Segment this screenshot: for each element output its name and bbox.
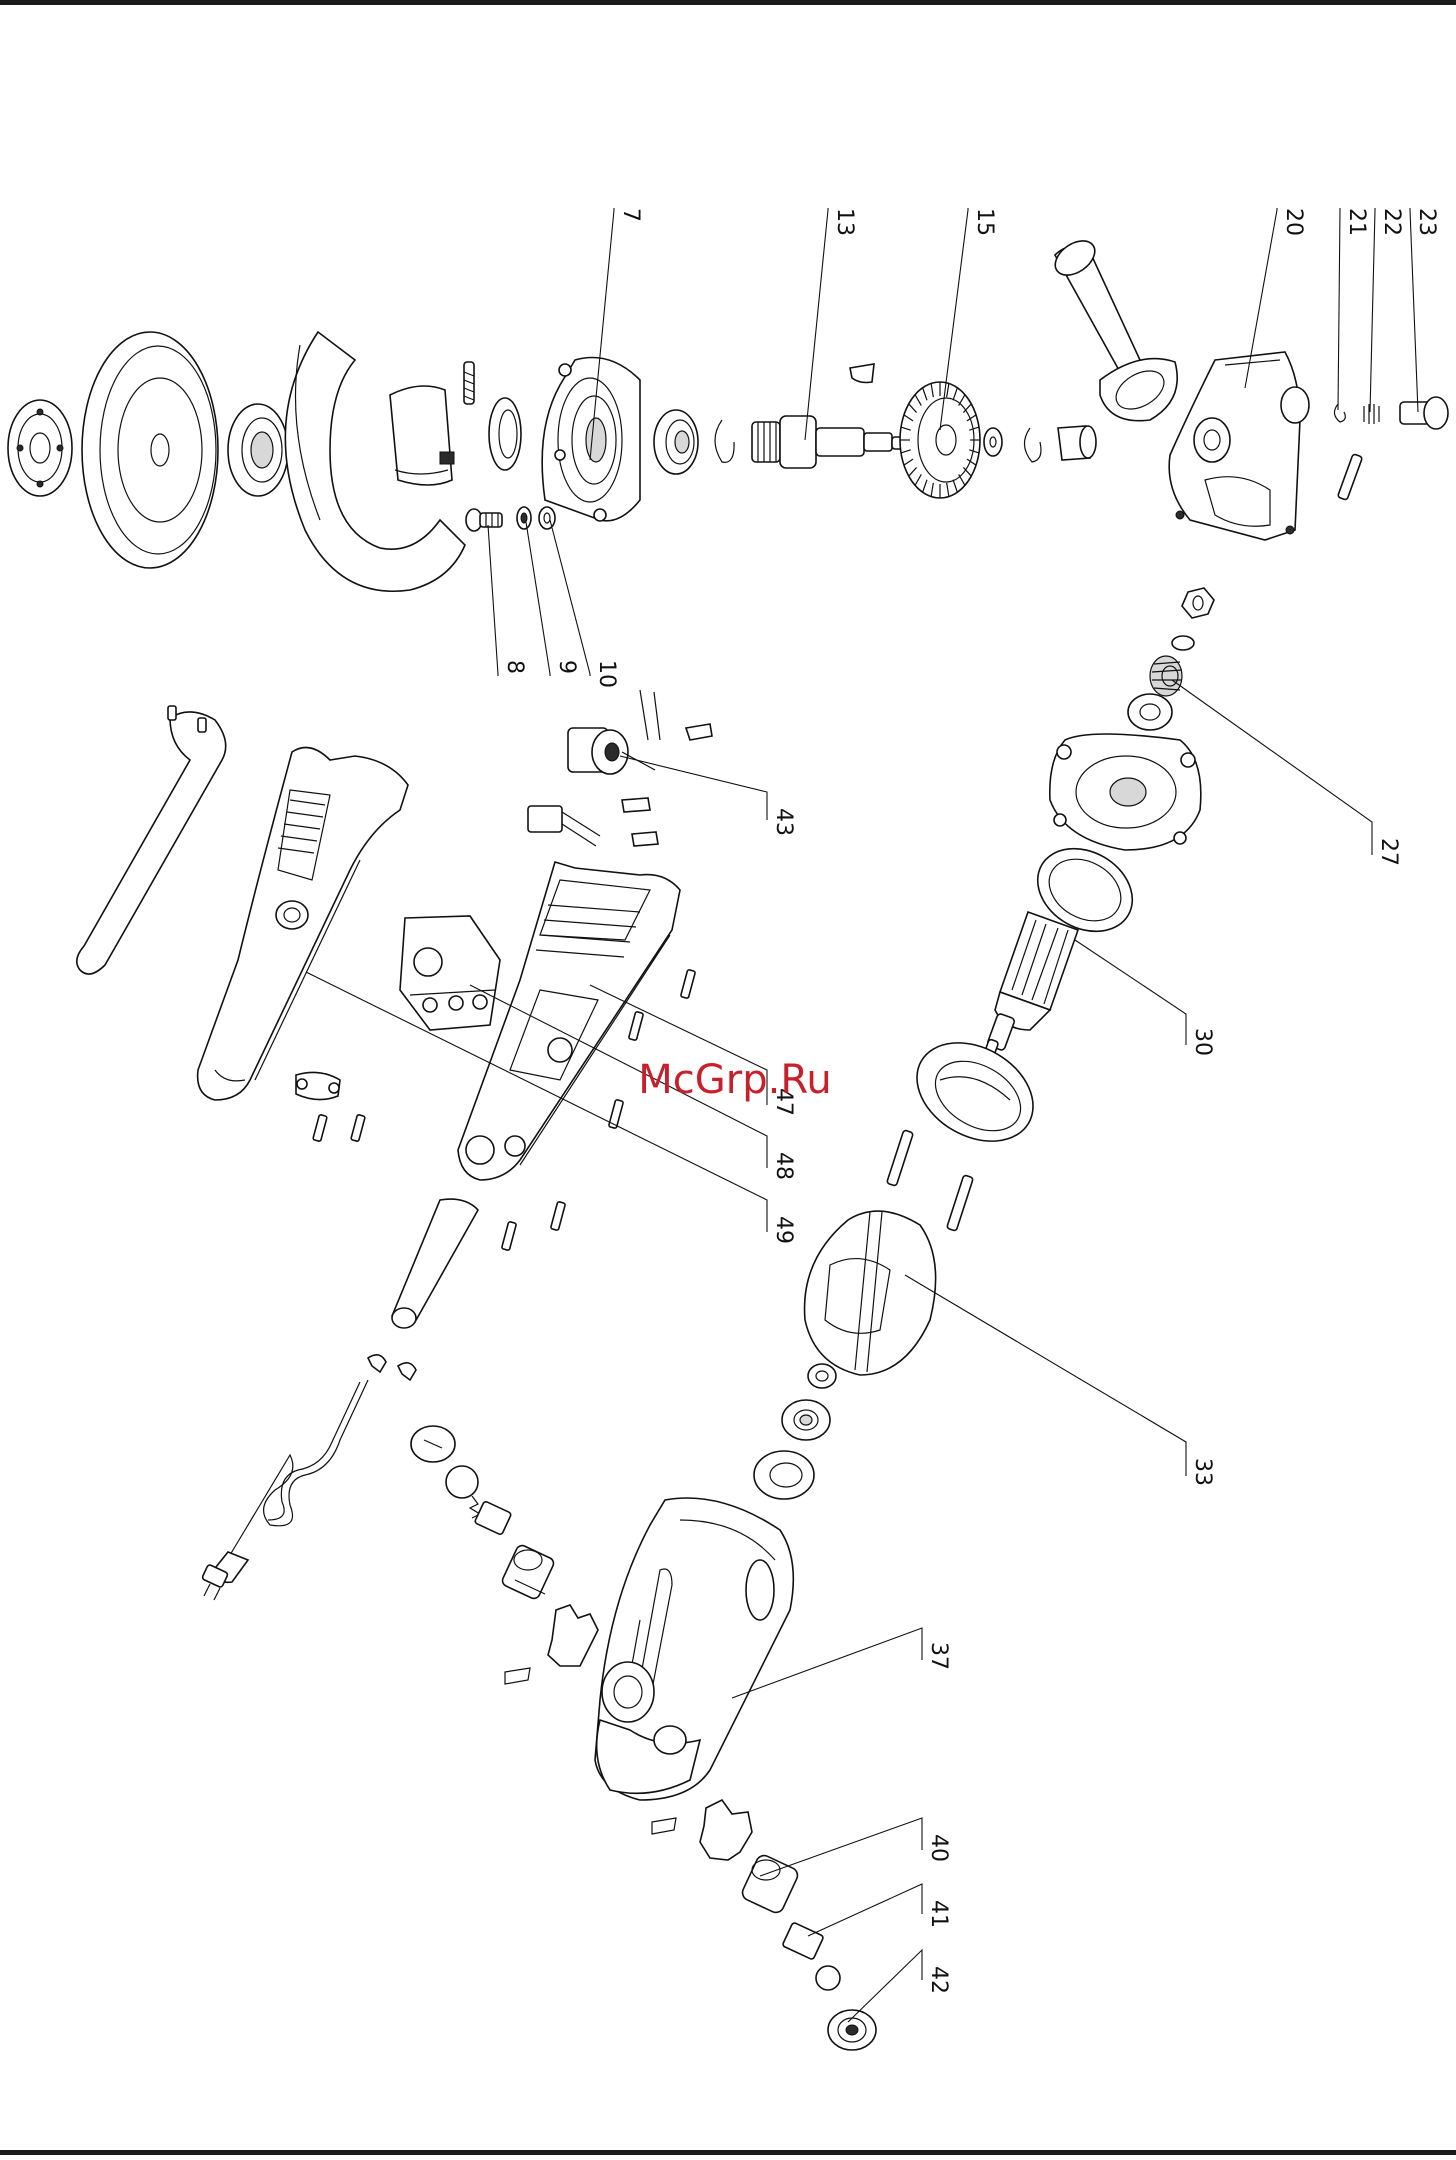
cord-clips (368, 1355, 416, 1380)
leader-30 (1075, 940, 1186, 1045)
part-41-carbon-brush (782, 1922, 840, 1990)
leader-9 (526, 522, 550, 676)
part-label-40: 40 (926, 1834, 951, 1862)
pinion-nut (1182, 588, 1214, 618)
inner-flange (228, 404, 288, 496)
part-label-22: 22 (1379, 208, 1404, 236)
part-20-gear-housing (1169, 352, 1309, 540)
leader-40 (760, 1818, 922, 1876)
part-10-washer (539, 507, 555, 529)
brush-lead-left (548, 1605, 598, 1666)
woodruff-key (850, 364, 874, 383)
part-15-bevel-gear (900, 382, 980, 498)
part-7-bearing-cover (542, 358, 640, 522)
part-label-9: 9 (554, 660, 579, 674)
leader-22 (1370, 208, 1375, 412)
brush-spring-left (446, 1466, 480, 1518)
part-33-stator (805, 1211, 936, 1375)
part-label-13: 13 (832, 208, 857, 236)
rear-bearing (782, 1400, 830, 1440)
part-label-30: 30 (1190, 1028, 1215, 1056)
leader-33 (905, 1275, 1186, 1476)
part-label-15: 15 (972, 208, 997, 236)
part-8-bolt (466, 509, 502, 531)
bearing-plate (1050, 694, 1201, 850)
leader-27 (1172, 680, 1372, 855)
part-22-spring (1364, 404, 1379, 424)
power-cord (230, 1380, 368, 1555)
needle-bearing (1058, 426, 1096, 460)
part-label-41: 41 (926, 1900, 951, 1928)
part-label-7: 7 (618, 208, 643, 222)
part-label-23: 23 (1414, 208, 1439, 236)
circlip (715, 420, 734, 462)
brush-cap-left (411, 1426, 455, 1462)
part-13-spindle (752, 416, 912, 468)
part-label-37: 37 (926, 1642, 951, 1670)
leader-23 (1410, 208, 1418, 412)
suppression-capacitor (528, 806, 600, 846)
bearing-sleeve (754, 1451, 814, 1499)
grinding-disc (82, 332, 218, 568)
terminal-right (652, 1818, 676, 1834)
part-label-42: 42 (926, 1966, 951, 1994)
rear-bearing-spacer (808, 1364, 836, 1388)
leader-10 (550, 520, 590, 676)
guard-screw (464, 362, 474, 404)
leader-8 (488, 525, 498, 676)
part-label-33: 33 (1190, 1458, 1215, 1486)
terminal-left (505, 1668, 530, 1684)
part-label-20: 20 (1281, 208, 1306, 236)
brush-lead-right (700, 1800, 752, 1860)
part-27-pinion-gear (1150, 656, 1182, 696)
part-43-speed-control (568, 690, 660, 774)
housing-screw (1337, 454, 1362, 501)
side-handle (1049, 234, 1177, 421)
clamp-screws (313, 1114, 365, 1141)
bottom-rule (0, 2150, 1456, 2155)
part-label-43: 43 (771, 808, 796, 836)
part-label-21: 21 (1344, 208, 1369, 236)
part-21-circlip (1334, 404, 1345, 422)
gear-washer (984, 428, 1002, 456)
mains-plug (202, 1552, 248, 1600)
part-label-49: 49 (771, 1216, 796, 1244)
part-30-armature (983, 832, 1147, 1059)
part-9-spring-washer (517, 507, 531, 529)
part-23-spindle-lock-pin (1400, 397, 1448, 429)
part-40-brush-holder (740, 1853, 800, 1915)
leader-42 (848, 1950, 922, 2022)
part-label-48: 48 (771, 1152, 796, 1180)
pin-spanner (77, 706, 226, 974)
cord-clamp (296, 1072, 340, 1099)
watermark: McGrp.Ru (638, 1057, 831, 1103)
part-label-8: 8 (502, 660, 527, 674)
gear-circlip (1024, 428, 1041, 462)
outer-flange-nut (8, 400, 72, 496)
bearing (654, 410, 698, 474)
part-37-motor-housing (595, 1498, 793, 1800)
top-rule (0, 0, 1456, 5)
air-baffle (899, 1023, 1050, 1161)
part-48-switch (400, 916, 500, 1030)
cord-strain-relief (392, 1199, 478, 1328)
carbon-brush-left (474, 1501, 511, 1535)
guard-clamp-ring (489, 398, 521, 470)
part-49-handle-half (198, 748, 408, 1101)
wire-connectors (622, 724, 712, 846)
wheel-guard (285, 332, 465, 591)
pinion-washer (1172, 636, 1194, 650)
leader-21 (1338, 208, 1340, 410)
leader-41 (808, 1884, 922, 1936)
part-label-10: 10 (594, 660, 619, 688)
part-label-27: 27 (1376, 838, 1401, 866)
part-42-brush-cap (828, 2010, 876, 2050)
brush-holder-left (501, 1544, 556, 1601)
leader-13 (805, 208, 828, 440)
